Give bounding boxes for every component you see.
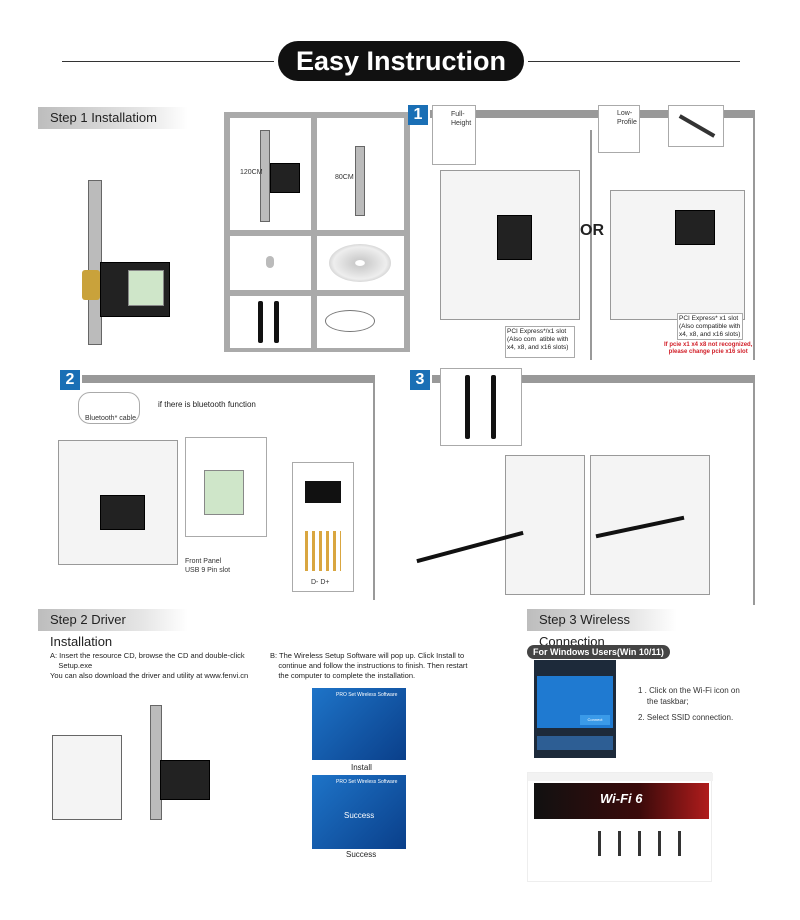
low-profile-label: Low- Profile	[617, 110, 637, 126]
full-height-label: Full- Height	[451, 111, 472, 127]
wifi-flyout-screenshot: Connect	[534, 660, 616, 758]
or-label: OR	[580, 222, 604, 239]
install-screenshot: PRO Set Wireless Software	[312, 688, 406, 760]
cd-icon	[329, 244, 391, 282]
front-panel-label: Front Panel USB 9 Pin slot	[185, 558, 231, 574]
step3-label: Step 3 Wireless Connection	[527, 609, 677, 649]
dim-full: 120CM	[240, 169, 263, 176]
driver-text-b: B: The Wireless Setup Software will pop …	[270, 651, 468, 680]
website-screenshot: Wi-Fi 6	[527, 772, 713, 882]
success-window-title: PRO Set Wireless Software	[336, 779, 398, 785]
bt-cable-label: Bluetooth* cable	[85, 415, 136, 422]
bt-note: if there is bluetooth function	[158, 400, 256, 409]
step2-label: Step 2 Driver Installation	[38, 609, 188, 649]
pc-tower-illustration	[52, 735, 122, 820]
slot-right-label: PCI Express* x1 slot (Also compatible wi…	[677, 313, 743, 340]
panel1-number: 1	[408, 105, 428, 125]
package-contents-grid: 120CM 80CM	[224, 112, 410, 352]
panel3-number: 3	[410, 370, 430, 390]
pins-label: D- D+	[311, 579, 330, 586]
windows-users-pill: For Windows Users(Win 10/11)	[527, 645, 670, 659]
page-title: Easy Instruction	[278, 41, 524, 81]
pcie-warning: If pcie x1 x4 x8 not recognized, please …	[664, 342, 753, 355]
header-rule-left	[62, 61, 274, 62]
screwdriver-icon	[668, 105, 724, 147]
slot-left-label: PCI Express*/x1 slot (Also com atible wi…	[505, 326, 575, 358]
header-rule-right	[528, 61, 740, 62]
driver-text-a: A: Insert the resource CD, browse the CD…	[50, 651, 249, 680]
install-caption: Install	[351, 763, 372, 772]
step1-label: Step 1 Installatiom	[38, 107, 188, 129]
instruction-1: 1 . Click on the Wi-Fi icon on the taskb…	[638, 686, 740, 706]
success-caption: Success	[346, 850, 377, 859]
instruction-2: 2. Select SSID connection.	[638, 713, 734, 722]
install-window-title: PRO Set Wireless Software	[336, 692, 398, 698]
success-text: Success	[344, 811, 375, 820]
wifi6-banner: Wi-Fi 6	[600, 791, 643, 806]
dim-low: 80CM	[335, 174, 354, 181]
connect-button: Connect	[580, 715, 610, 725]
panel2-number: 2	[60, 370, 80, 390]
